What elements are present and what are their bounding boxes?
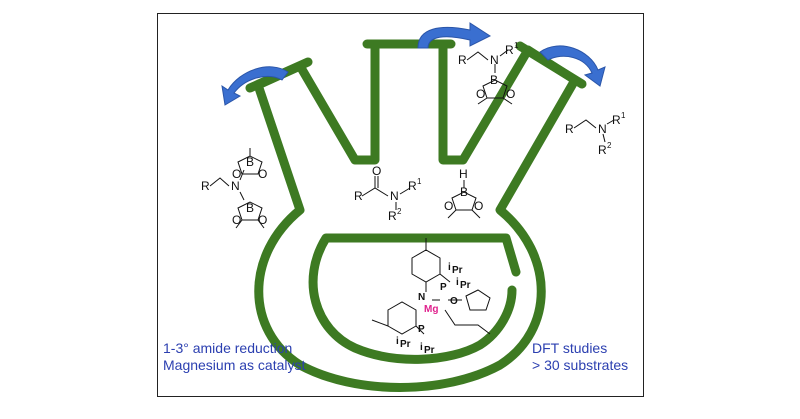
arrow-right-icon [539, 45, 606, 87]
caption-dft-studies: DFT studies [532, 340, 608, 356]
caption-magnesium-catalyst: Magnesium as catalyst [163, 357, 306, 373]
flask [245, 39, 587, 392]
label-n: N [598, 122, 607, 136]
caption-right: DFT studies > 30 substrates [532, 340, 628, 374]
label-r: R [388, 209, 397, 223]
label-sup-i: i [456, 277, 459, 288]
arrow-left-icon [221, 66, 289, 106]
label-sup-2: 2 [397, 207, 402, 216]
caption-left: 1-3° amide reduction Magnesium as cataly… [163, 340, 305, 374]
flask-outer [253, 39, 580, 392]
label-sup-i: i [420, 342, 423, 353]
label-o: O [258, 167, 267, 181]
label-r: R [612, 113, 621, 127]
label-o: O [506, 87, 515, 101]
label-sup-1: 1 [621, 111, 626, 120]
label-sup-i: i [448, 262, 451, 273]
label-ipr: Pr [452, 265, 463, 276]
label-b: B [490, 73, 498, 87]
label-r: R [354, 189, 363, 203]
label-o: O [372, 164, 381, 178]
label-r: R [565, 122, 574, 136]
amide-substrate [361, 176, 411, 210]
hbpin [447, 180, 481, 219]
label-n: N [490, 53, 499, 67]
label-r: R [201, 179, 210, 193]
label-n: N [390, 189, 399, 203]
label-sup-2: 2 [607, 141, 612, 150]
arrow-center-icon [417, 22, 492, 49]
label-ipr: Pr [424, 345, 435, 356]
label-b: B [246, 201, 254, 215]
label-r: R [458, 53, 467, 67]
label-mg: Mg [424, 304, 438, 315]
label-r: R [505, 43, 514, 57]
arrows [221, 22, 606, 106]
product-left [209, 148, 265, 229]
caption-amide-reduction: 1-3° amide reduction [163, 340, 293, 356]
label-p: P [418, 324, 425, 335]
chemistry [209, 49, 615, 335]
label-sup-1: 1 [514, 41, 519, 50]
label-b: B [460, 185, 468, 199]
label-sup-i: i [396, 336, 399, 347]
label-o: O [476, 87, 485, 101]
flask-right-mouth [515, 41, 587, 89]
label-n: N [418, 292, 425, 303]
label-r: R [408, 179, 417, 193]
label-n: N [231, 179, 240, 193]
flask-inner-bowl [308, 233, 521, 364]
label-o: O [258, 213, 267, 227]
label-o: O [474, 199, 483, 213]
caption-substrates: > 30 substrates [532, 357, 629, 373]
mg-catalyst [371, 238, 491, 335]
label-o: O [450, 296, 458, 307]
label-b: B [246, 155, 254, 169]
label-sup-1: 1 [417, 177, 422, 186]
chem-labels: R N R 1 B O O R N R 1 R 2 R N B O O B O … [201, 41, 626, 356]
label-h: H [459, 167, 468, 181]
label-ipr: Pr [400, 339, 411, 350]
label-o: O [232, 167, 241, 181]
label-p: P [440, 282, 447, 293]
label-o: O [232, 213, 241, 227]
label-ipr: Pr [460, 280, 471, 291]
product-top-center [466, 49, 513, 105]
label-o: O [444, 199, 453, 213]
label-r: R [598, 143, 607, 157]
product-right [573, 119, 615, 143]
